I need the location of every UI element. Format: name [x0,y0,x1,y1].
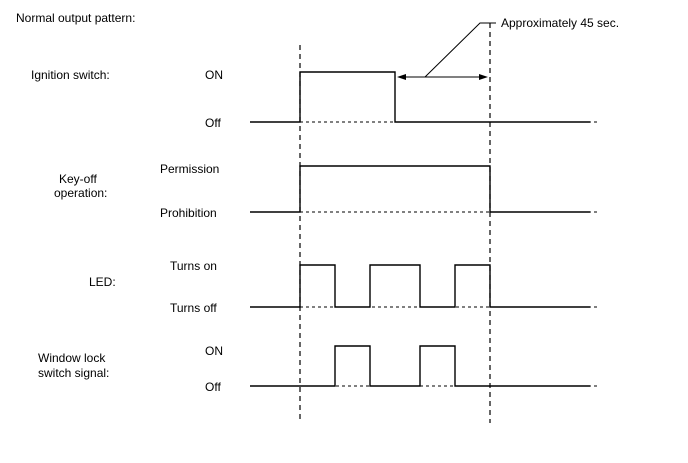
diagram-title: Normal output pattern: [16,11,135,25]
duration-arrow-left-head [397,74,406,80]
duration-arrow-right-head [479,74,488,80]
duration-annotation: Approximately 45 sec. [501,16,619,30]
window-lock-label-line1: Window lock [38,351,106,365]
window-lock-label-line2: switch signal: [38,366,109,380]
annotation-leader-line [424,22,496,78]
key-off-permission-label: Permission [160,162,219,176]
window-lock-waveform [250,345,590,387]
led-waveform [250,264,590,308]
window-lock-on-label: ON [205,344,223,358]
key-off-label-line2: operation: [54,186,107,200]
key-off-prohibition-label: Prohibition [160,206,217,220]
window-lock-off-label: Off [205,380,221,394]
key-off-waveform [250,165,590,213]
ignition-switch-label: Ignition switch: [31,68,110,82]
led-turns-on-label: Turns on [170,259,217,273]
ignition-off-label: Off [205,116,221,130]
key-off-label-line1: Key-off [59,172,97,186]
led-label: LED: [89,275,116,289]
ignition-waveform [250,71,590,123]
led-turns-off-label: Turns off [170,301,217,315]
ignition-on-label: ON [205,68,223,82]
